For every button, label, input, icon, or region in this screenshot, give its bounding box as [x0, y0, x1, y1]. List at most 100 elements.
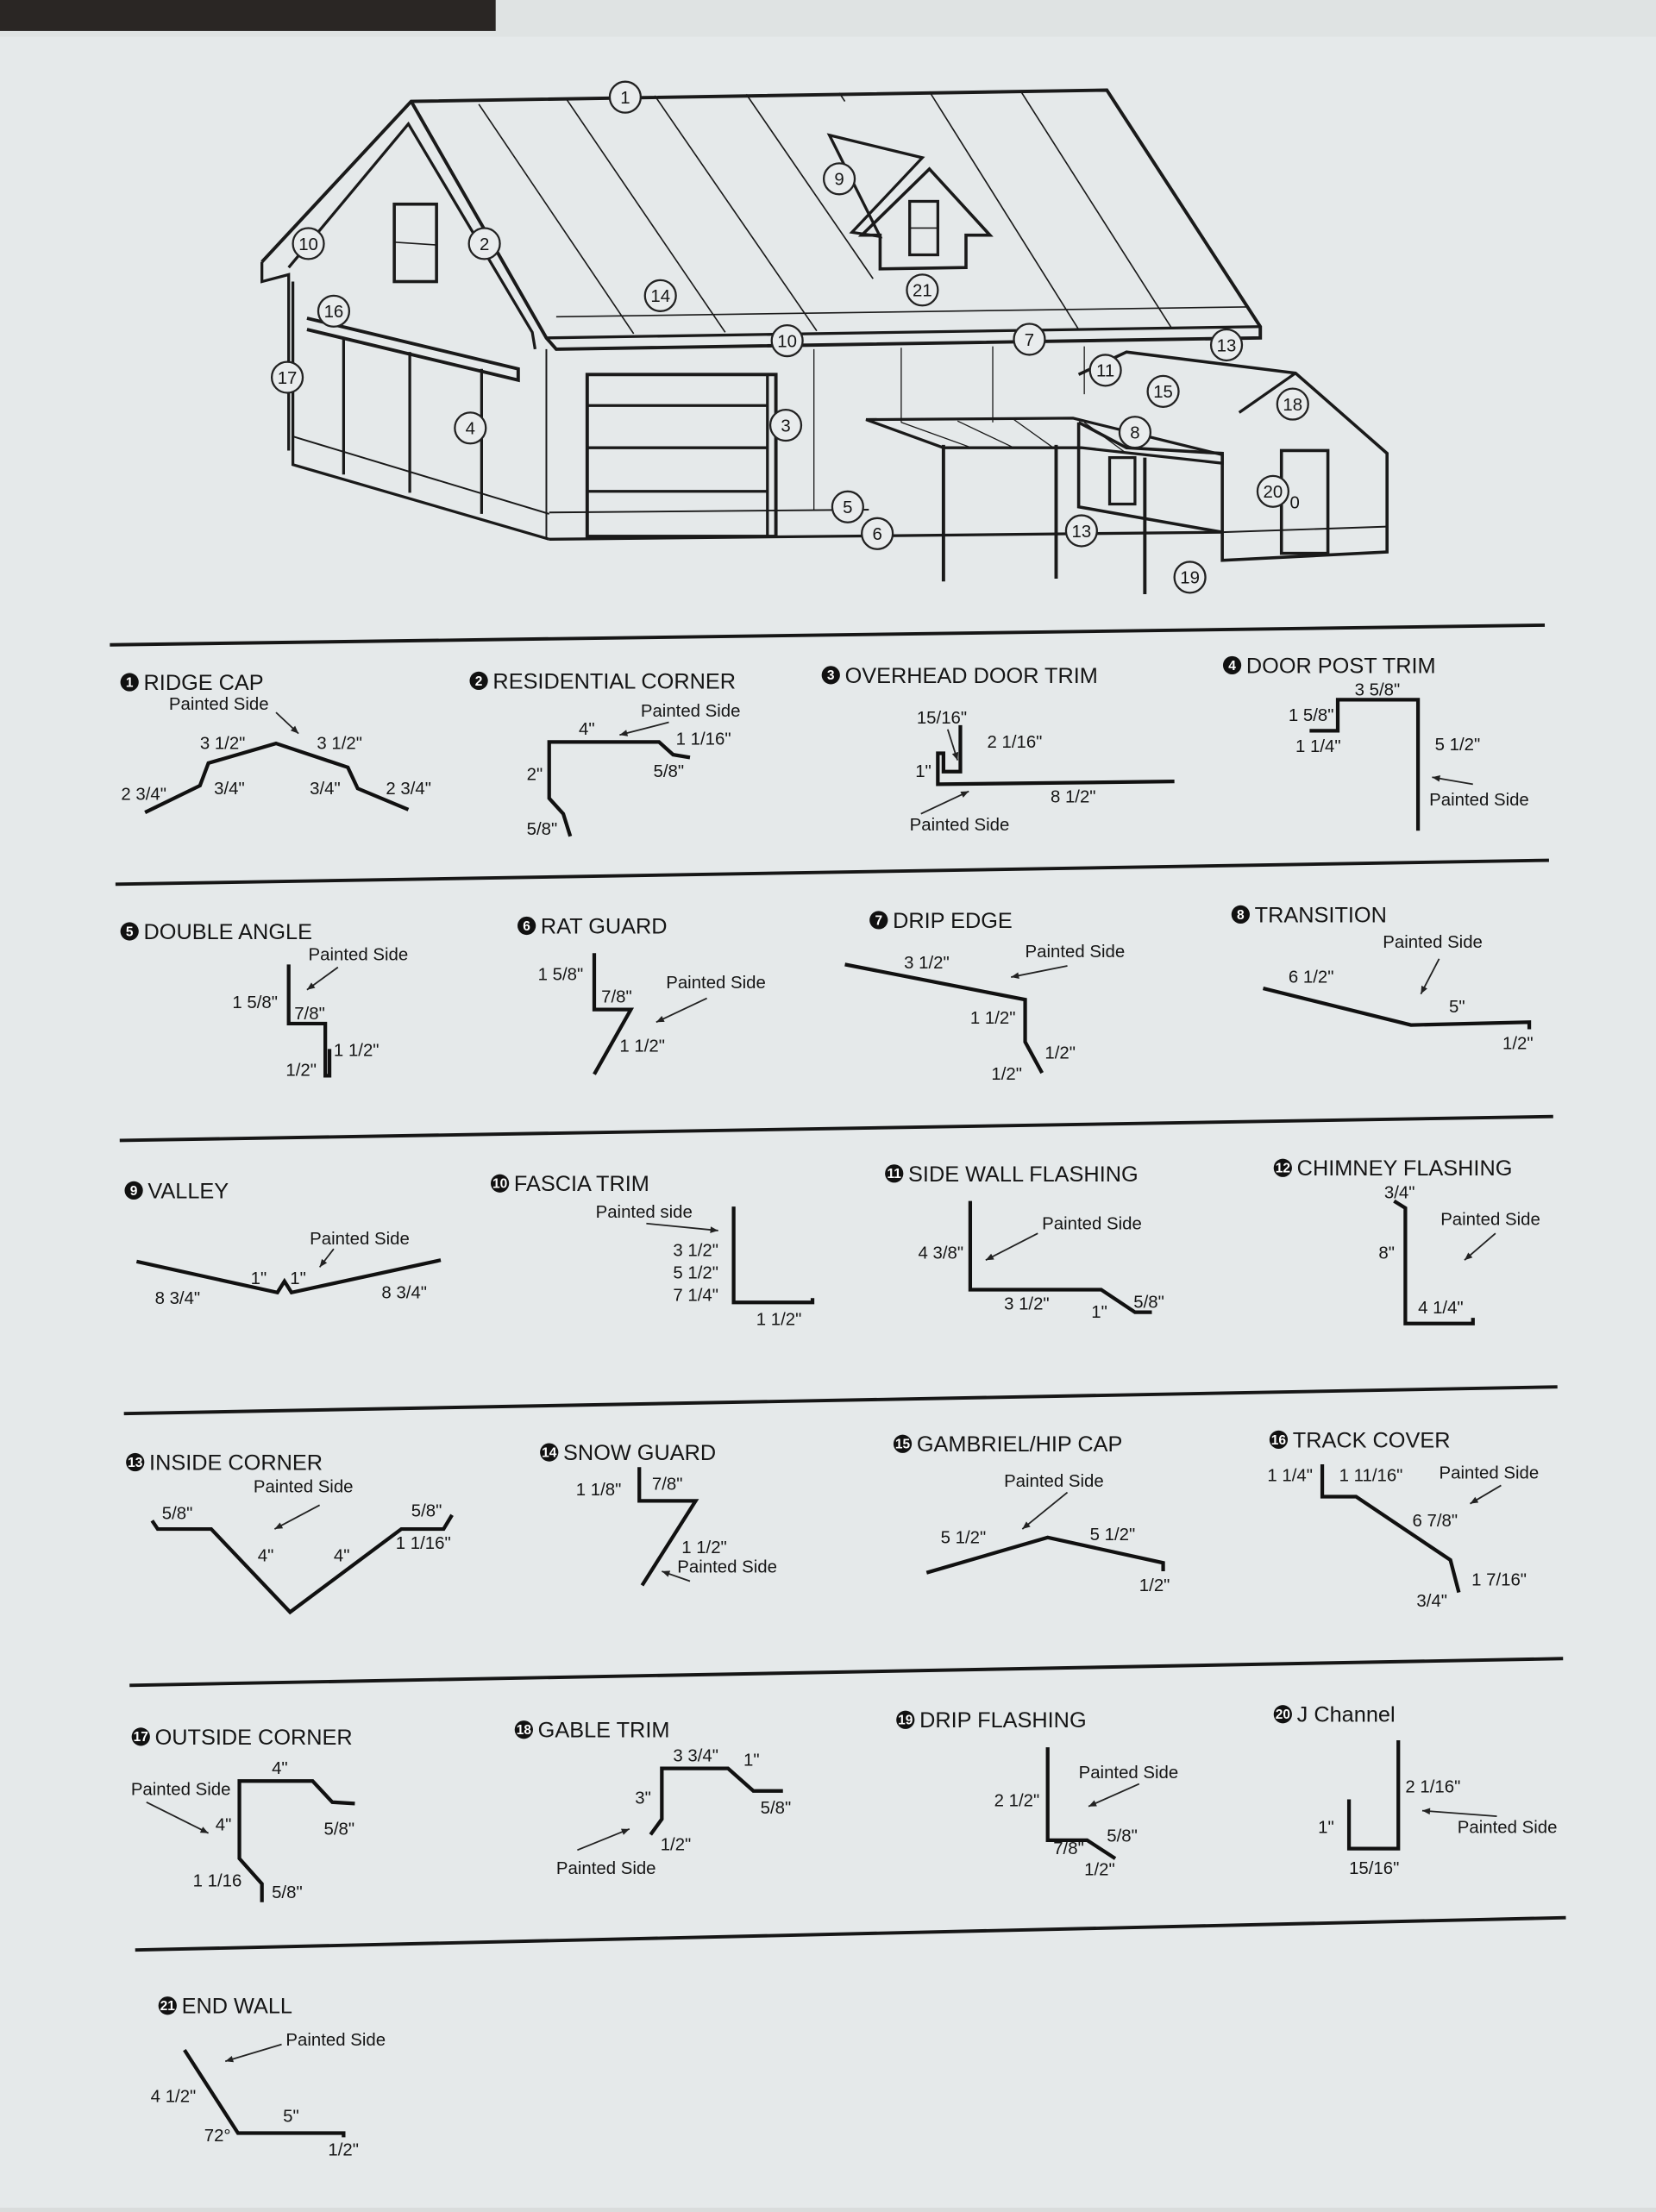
trim-profile — [150, 1513, 454, 1615]
dimension-label: 1/2" — [661, 1835, 692, 1854]
dimension-label: 7 1/4" — [673, 1287, 718, 1306]
trim-profile — [547, 740, 691, 837]
house-callout: 1 — [608, 80, 642, 114]
painted-side-label: Painted side — [596, 1203, 693, 1222]
item-number: 21 — [160, 1999, 176, 2014]
callout-number: 18 — [1283, 396, 1302, 415]
item-number: 12 — [1276, 1162, 1290, 1176]
dimension-label: 2" — [527, 765, 543, 784]
dimension-label: 2 3/4" — [121, 785, 166, 804]
item-number-badge: 1 — [120, 673, 139, 692]
photo-edge — [0, 0, 496, 31]
dimension-label: 1 7/16" — [1471, 1570, 1527, 1589]
dimension-label: 4 1/4" — [1418, 1299, 1464, 1318]
item-number: 6 — [523, 919, 530, 934]
item-title: INSIDE CORNER — [149, 1451, 323, 1475]
dimension-label: 1/2" — [285, 1061, 317, 1080]
item-number: 9 — [130, 1184, 138, 1199]
dimension-label: 8" — [1378, 1244, 1395, 1263]
callout-number: 19 — [1180, 569, 1200, 588]
callout-number: 5 — [843, 498, 852, 517]
arrow-icon — [1088, 1783, 1140, 1808]
house-callout: 10 — [770, 324, 804, 358]
arrowhead-icon — [1011, 972, 1019, 980]
divider-line — [135, 1915, 1566, 1952]
dimension-label: 1 1/2" — [334, 1041, 380, 1060]
item-number: 15 — [895, 1438, 911, 1452]
painted-side-label: Painted Side — [1004, 1472, 1104, 1491]
item-number-badge: 10 — [490, 1174, 510, 1193]
item-title: VALLEY — [147, 1179, 229, 1203]
dimension-label: 1 1/2" — [756, 1310, 802, 1329]
arrow-icon — [619, 721, 669, 736]
item-number: 20 — [1276, 1708, 1290, 1722]
item-number: 10 — [492, 1177, 507, 1192]
dimension-label: 1 1/16" — [396, 1534, 451, 1553]
item-title: RESIDENTIAL CORNER — [492, 669, 736, 693]
arrow-icon — [920, 790, 969, 815]
dimension-label: 15/16" — [1349, 1859, 1399, 1878]
dimension-label: 2 3/4" — [386, 780, 431, 799]
callout-number: 2 — [480, 235, 489, 254]
house-callout: 20 — [1256, 474, 1290, 508]
house-callout: 11 — [1088, 354, 1122, 387]
dimension-label: 1" — [251, 1269, 267, 1288]
house-callout: 17 — [270, 360, 304, 394]
arrowhead-icon — [1421, 1808, 1431, 1815]
trim-profile — [1045, 1747, 1117, 1860]
arrow-icon — [985, 1232, 1038, 1262]
painted-side-label: Painted Side — [254, 1478, 354, 1497]
arrowhead-icon — [951, 751, 959, 761]
dimension-label: 15/16" — [917, 709, 967, 728]
arrow-icon — [1421, 1809, 1497, 1818]
house-callout: 8 — [1118, 416, 1152, 449]
dimension-label: 6 7/8" — [1413, 1512, 1458, 1531]
callout-number: 21 — [913, 282, 932, 301]
dimension-label: 1 1/4" — [1295, 737, 1341, 756]
arrowhead-icon — [306, 982, 316, 990]
trim-profile — [1393, 1199, 1475, 1325]
item-number-badge: 8 — [1231, 905, 1250, 924]
dimension-label: 3 1/2" — [200, 735, 246, 754]
dimension-label: 1/2" — [1502, 1034, 1534, 1053]
item-title: OVERHEAD DOOR TRIM — [845, 664, 1098, 688]
dimension-label: 5/8" — [1133, 1294, 1164, 1313]
callout-number: 10 — [298, 235, 318, 254]
item-number: 5 — [126, 924, 134, 939]
painted-side-label: Painted Side — [1440, 1463, 1540, 1482]
dimension-label: 8 3/4" — [381, 1283, 427, 1302]
divider-line — [129, 1657, 1564, 1688]
item-title: CHIMNEY FLASHING — [1297, 1156, 1513, 1181]
painted-side-label: Painted Side — [1079, 1764, 1179, 1783]
dimension-label: 5/8" — [162, 1505, 193, 1524]
section-dividers — [110, 623, 1566, 1952]
dimension-label: 1 1/2" — [681, 1538, 727, 1557]
painted-side-label: Painted Side — [641, 702, 741, 721]
item-number: 19 — [898, 1714, 913, 1728]
dimension-label: 1/2" — [991, 1065, 1022, 1084]
house-illustration: 0 — [260, 88, 1389, 594]
trim-profile — [183, 2048, 346, 2138]
trim-profile — [286, 964, 332, 1078]
callout-number: 6 — [872, 525, 881, 544]
house-callout: 2 — [467, 227, 501, 260]
trim-profile — [936, 724, 1175, 786]
dimension-label: 5 1/2" — [1435, 736, 1481, 755]
dimension-label: 1 1/2" — [970, 1009, 1016, 1028]
dimension-label: 3 1/2" — [317, 735, 362, 754]
callout-number: 14 — [650, 287, 670, 306]
callout-number: 1 — [620, 89, 630, 108]
painted-side-label: Painted Side — [1429, 791, 1529, 810]
callout-number: 20 — [1264, 483, 1283, 502]
item-number-badge: 16 — [1269, 1430, 1289, 1449]
arrowhead-icon — [985, 1253, 994, 1261]
